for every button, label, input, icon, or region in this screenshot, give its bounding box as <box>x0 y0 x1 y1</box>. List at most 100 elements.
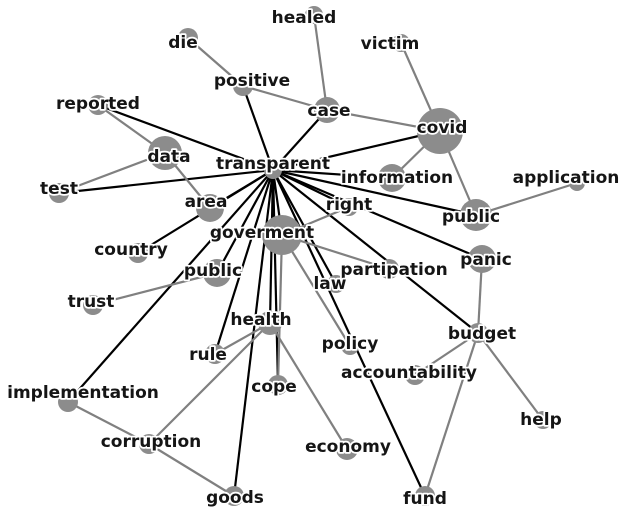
node-trust <box>83 295 103 315</box>
node-case <box>314 97 340 123</box>
edge-corruption-goods <box>148 443 235 497</box>
node-label-reported: reported <box>56 94 140 114</box>
node-label-fund: fund <box>403 489 447 509</box>
node-label-help: help <box>520 410 562 430</box>
node-panic <box>468 245 496 273</box>
node-label-policy: policy <box>322 334 379 354</box>
edge-data-test <box>58 151 166 195</box>
node-victim <box>392 34 410 52</box>
node-label-goods: goods <box>206 488 264 508</box>
edge-application-public1 <box>475 181 578 217</box>
edge-transparent-panic <box>272 168 483 261</box>
node-test <box>49 183 69 203</box>
node-area <box>196 194 224 222</box>
node-label-positive: positive <box>214 71 290 91</box>
node-law <box>327 275 345 293</box>
node-transparent <box>264 161 282 179</box>
edge-transparent-case <box>272 109 328 171</box>
node-implementation <box>58 392 78 412</box>
node-label-case: case <box>307 101 350 121</box>
node-label-covid: covid <box>417 118 468 138</box>
edge-die-positive <box>187 37 244 87</box>
node-label-accountability: accountability <box>341 363 477 383</box>
node-healed <box>305 6 323 24</box>
edge-transparent-cope <box>271 169 280 386</box>
node-label-economy: economy <box>305 437 391 457</box>
edge-transparent-information <box>272 168 393 180</box>
edge-transparent-reported <box>97 103 274 172</box>
edge-budget-accountability <box>414 332 479 376</box>
label-layer: healed victim die positive reported case covid… <box>5 6 621 511</box>
node-country <box>128 243 148 263</box>
edge-implementation-corruption <box>67 401 150 445</box>
node-information <box>378 164 406 192</box>
node-die <box>178 28 198 48</box>
node-label-area: area <box>185 192 228 212</box>
node-label-application: application <box>513 168 620 188</box>
node-label-goverment: goverment <box>210 223 314 243</box>
node-goods <box>224 486 244 506</box>
node-accountability <box>405 365 425 385</box>
node-label-country: country <box>94 240 168 260</box>
edge-transparent-positive <box>241 85 275 171</box>
node-label-public1: public <box>442 207 500 227</box>
node-right <box>340 198 358 216</box>
node-label-rule: rule <box>189 345 227 365</box>
node-covid <box>417 108 463 154</box>
node-label-information: information <box>341 168 453 188</box>
edge-transparent-rule <box>213 169 275 355</box>
node-label-partipation: partipation <box>340 260 447 280</box>
edge-goverment-policy <box>281 234 351 347</box>
node-application <box>569 175 585 191</box>
node-data <box>148 136 182 170</box>
node-help <box>534 411 552 429</box>
edge-layer <box>58 14 578 497</box>
edge-goverment-cope <box>276 234 284 386</box>
node-economy <box>336 438 358 460</box>
node-goverment <box>262 215 302 255</box>
node-label-trust: trust <box>68 292 115 312</box>
node-label-victim: victim <box>361 34 420 54</box>
node-reported <box>88 95 108 115</box>
node-label-budget: budget <box>448 324 516 344</box>
node-policy <box>341 337 359 355</box>
node-health <box>258 311 282 335</box>
node-fund <box>415 486 435 506</box>
node-label-right: right <box>326 195 373 215</box>
edge-budget-help <box>477 332 544 421</box>
node-corruption <box>139 434 159 454</box>
node-positive <box>233 76 253 96</box>
edge-budget-fund <box>423 332 480 497</box>
node-label-law: law <box>313 274 346 294</box>
edge-positive-case <box>242 84 328 112</box>
node-label-panic: panic <box>460 250 512 270</box>
edge-transparent-law <box>272 169 337 285</box>
node-label-health: health <box>230 310 291 330</box>
node-label-cope: cope <box>251 377 296 397</box>
node-label-implementation: implementation <box>7 383 159 403</box>
node-label-data: data <box>147 147 190 167</box>
node-public2 <box>203 259 231 287</box>
node-rule <box>205 344 225 364</box>
node-partipation <box>379 259 399 279</box>
edge-transparent-covid <box>272 129 441 172</box>
node-layer <box>49 6 585 506</box>
edge-healed-case <box>312 14 329 111</box>
node-budget <box>468 323 488 343</box>
edge-transparent-budget <box>272 169 479 334</box>
node-label-test: test <box>40 179 78 199</box>
edge-transparent-public2 <box>216 169 274 274</box>
node-cope <box>268 375 288 395</box>
node-label-healed: healed <box>272 8 337 28</box>
edge-transparent-public1 <box>272 168 477 217</box>
edge-health-economy <box>269 322 348 450</box>
node-label-public2: public <box>184 261 242 281</box>
node-label-die: die <box>168 33 198 53</box>
node-label-transparent: transparent <box>216 154 330 174</box>
edge-health-corruption <box>148 322 271 445</box>
edge-public2-trust <box>92 271 218 307</box>
edge-transparent-test <box>58 168 274 195</box>
node-label-corruption: corruption <box>101 432 202 452</box>
node-public1 <box>460 199 492 231</box>
